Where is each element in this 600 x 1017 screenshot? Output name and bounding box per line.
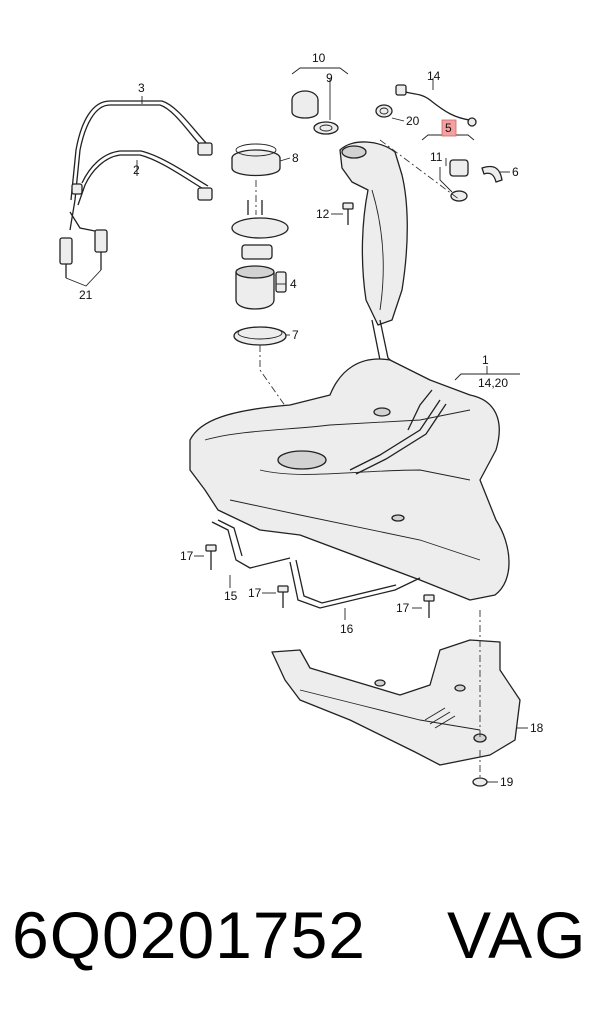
callout-4: 4 [290,277,297,291]
callout-15: 15 [224,589,238,603]
footer: 6Q0201752 VAG [0,885,600,985]
callout-21: 21 [79,288,93,302]
hose-6 [481,165,503,183]
callout-18: 18 [530,721,544,735]
heat-shield-18 [271,639,521,766]
bolt-17 [205,544,435,618]
callout-17a: 17 [180,549,194,563]
callout-3: 3 [138,81,145,95]
callout-14: 14 [427,69,441,83]
filler-neck [339,141,449,401]
callout-6: 6 [512,165,519,179]
valve-11 [449,159,469,202]
callout-11: 11 [430,150,443,164]
callout-12: 12 [316,207,330,221]
callout-9: 9 [326,71,333,85]
part-number: 6Q0201752 [12,898,366,972]
seal-ring-7 [233,326,287,346]
fuel-pump-4 [231,200,289,310]
cable-14 [395,84,477,127]
nut-19 [472,777,488,787]
highlight-box-5 [441,119,457,137]
callout-1-sub: 14,20 [478,376,508,390]
callout-5: 5 [445,121,452,135]
callout-19: 19 [500,775,514,789]
seal-9 [313,121,339,135]
fuel-line-3 [69,100,213,231]
bolt-12 [342,202,354,225]
callout-1: 1 [482,353,489,367]
locking-ring-8 [231,143,281,177]
callout-8: 8 [292,151,299,165]
grommet-20 [375,104,393,118]
cap-10 [291,90,319,119]
callout-2: 2 [133,163,140,177]
fuel-line-2 [77,150,213,206]
fuel-tank-exploded-diagram: 3 2 21 8 4 7 10 9 20 14 5 11 6 12 1 14,2… [59,51,544,789]
brand-label: VAG [447,898,588,972]
strap-16 [289,559,421,609]
callout-10: 10 [312,51,326,65]
callout-20: 20 [406,114,420,128]
callout-17c: 17 [396,601,410,615]
callout-17b: 17 [248,586,262,600]
fuel-tank-1 [189,358,510,601]
strap-15 [211,519,291,569]
connector-21 [59,183,108,278]
callout-16: 16 [340,622,354,636]
callout-7: 7 [292,328,299,342]
